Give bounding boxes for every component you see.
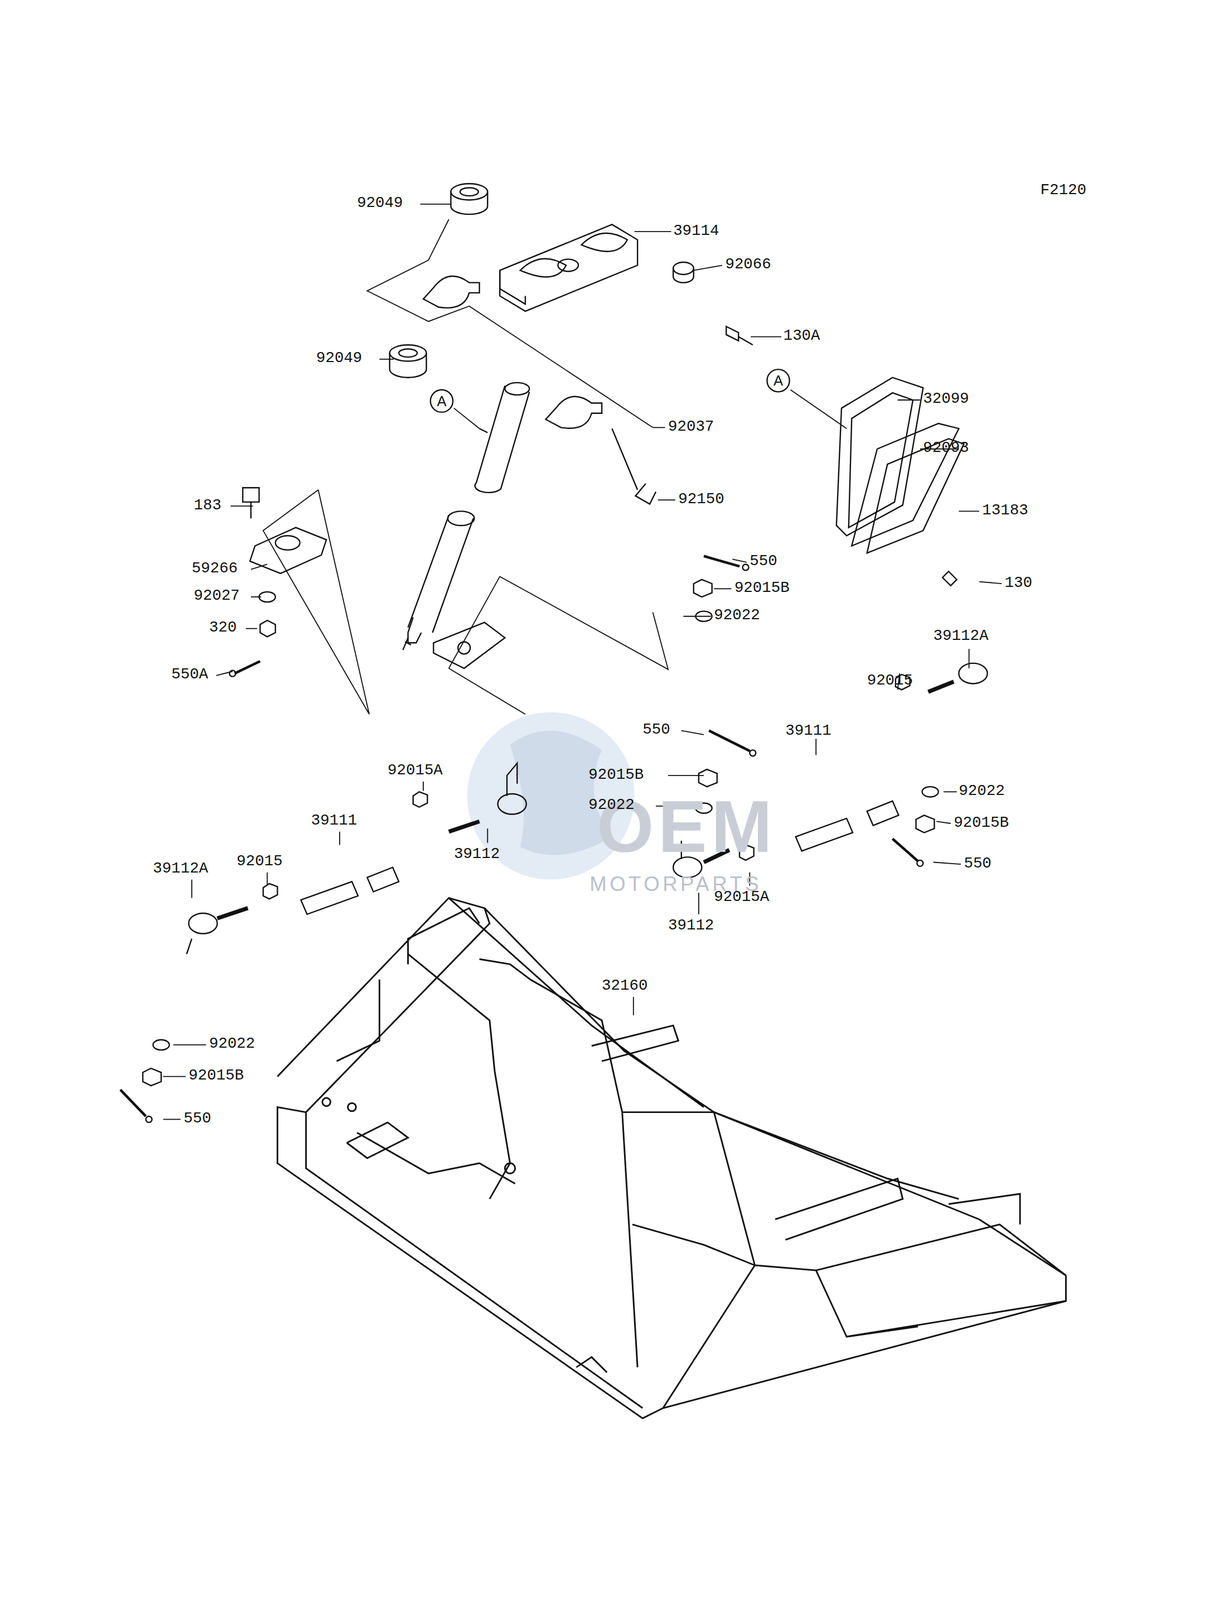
callout-number: 39111 (311, 813, 357, 829)
figure-number: F2120 (1040, 182, 1087, 198)
callout-number: 92037 (668, 419, 714, 435)
callout-number: 92015B (953, 814, 1009, 830)
callout-number: 32160 (601, 978, 648, 994)
callout-number: 92150 (678, 491, 724, 507)
callout-number: 92022 (713, 607, 760, 623)
callout-number: 32099 (922, 391, 969, 407)
callout-number: 92015A (713, 889, 770, 905)
callout-number: 130A (783, 328, 821, 344)
reference-letter: A (429, 388, 454, 414)
callout-number: 13183 (982, 503, 1028, 519)
callout-number: 92015B (734, 580, 790, 596)
callout-number: 92027 (194, 588, 240, 604)
callout-number: 92015A (387, 762, 443, 778)
callout-number: 183 (194, 498, 222, 514)
callout-number: 550 (749, 553, 777, 569)
callout-number: 92022 (588, 797, 635, 813)
reference-letter: A (766, 368, 791, 393)
callout-number: 92049 (356, 195, 403, 211)
callout-number: 39112A (933, 628, 989, 644)
callout-number: 92022 (209, 1036, 255, 1052)
callout-number: 92022 (958, 783, 1005, 799)
callout-number: 39114 (673, 223, 719, 239)
callout-number: 39111 (785, 723, 831, 739)
callout-number: 92066 (724, 257, 771, 273)
callout-number: 92015 (867, 673, 913, 689)
callout-number: 320 (209, 620, 237, 636)
callout-number: 92093 (922, 440, 969, 456)
reference-circle: A (766, 368, 791, 393)
callout-number: 39112 (668, 917, 714, 934)
callout-number: 39112A (152, 861, 209, 877)
callout-number: 92015 (236, 853, 283, 869)
callout-number: 92015B (188, 1067, 244, 1084)
callout-number: 59266 (191, 561, 238, 577)
callout-number: 39112 (453, 846, 500, 862)
callout-number: 92015B (588, 766, 644, 782)
callout-number: 550A (171, 666, 209, 683)
callout-number: 130 (1004, 575, 1033, 591)
callout-number: 550 (963, 856, 992, 872)
callout-number: 550 (642, 722, 670, 738)
callout-number: 550 (183, 1110, 211, 1126)
callout-number: 92049 (316, 350, 362, 366)
reference-circle: A (429, 388, 454, 414)
